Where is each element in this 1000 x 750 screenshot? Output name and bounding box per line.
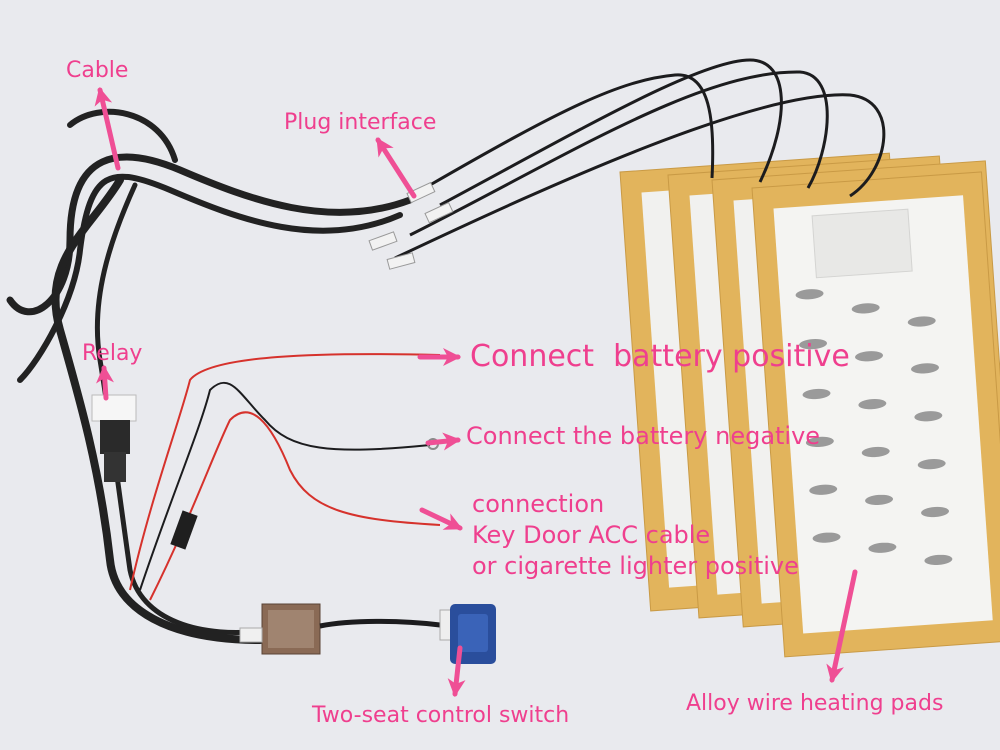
arrow-plug [375, 137, 417, 199]
arrow-switch [447, 645, 466, 697]
heating-pad-front [751, 171, 1000, 658]
arrow-acc [419, 507, 463, 531]
relay [91, 394, 137, 482]
label-acc-line3: or cigarette lighter positive [472, 552, 799, 580]
label-battery-positive: Connect battery positive [470, 339, 850, 374]
label-battery-negative: Connect the battery negative [466, 422, 821, 450]
arrow-cable [94, 87, 121, 171]
power-wires [129, 353, 441, 601]
label-relay: Relay [82, 341, 143, 366]
arrow-pads [826, 569, 858, 683]
arrow-battery-negative [425, 432, 461, 451]
control-module [239, 603, 441, 655]
pad-leads [394, 58, 886, 260]
heating-pads [619, 152, 1000, 658]
label-acc-line1: connection [472, 490, 605, 518]
annotation-arrows [94, 87, 858, 697]
label-acc-line2: Key Door ACC cable [472, 521, 711, 549]
label-plug-interface: Plug interface [284, 110, 437, 135]
arrow-relay [96, 365, 114, 401]
label-cable: Cable [66, 58, 129, 83]
label-heating-pads: Alloy wire heating pads [686, 691, 944, 716]
label-control-switch: Two-seat control switch [312, 703, 570, 728]
label-acc-connection: connection Key Door ACC cable or cigaret… [472, 489, 799, 582]
fuse-holder [170, 510, 198, 550]
